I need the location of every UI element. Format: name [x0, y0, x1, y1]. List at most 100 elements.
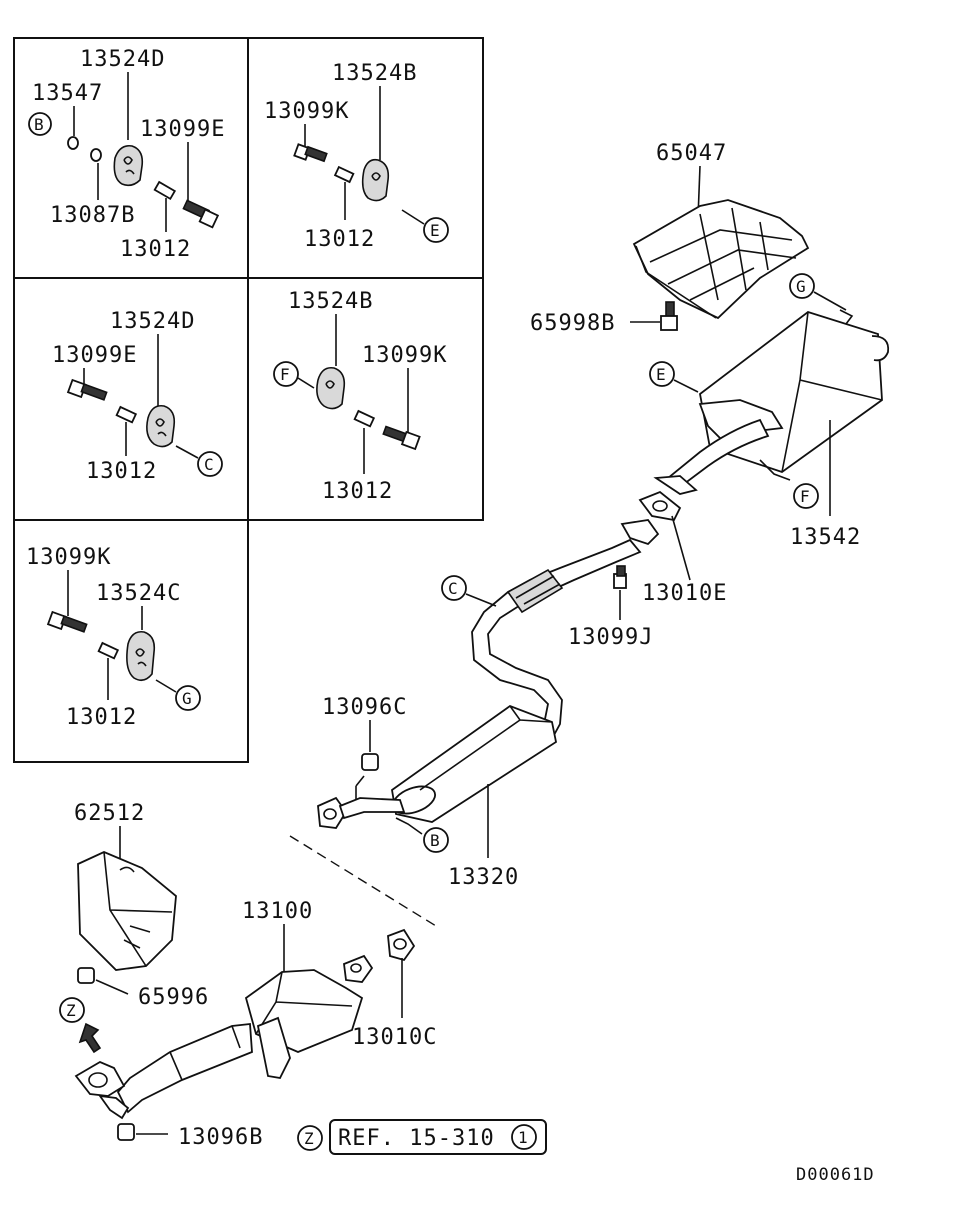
- collar-icon: [115, 405, 138, 424]
- collar-icon: [333, 165, 355, 184]
- callout-c-inset: C: [204, 455, 214, 474]
- label-13524B-a: 13524B: [332, 61, 417, 86]
- label-13010E: 13010E: [642, 581, 727, 606]
- callout-e-circle: [649, 361, 675, 387]
- flange-icon: [620, 519, 660, 546]
- nut-icon: [77, 967, 95, 984]
- reference-z: Z Z REF. 15-310 1: [59, 997, 547, 1155]
- callout-b-circle: [28, 112, 52, 136]
- collar-icon: [97, 641, 120, 660]
- callout-c-circle: [441, 575, 467, 601]
- collar-icon: [353, 409, 376, 428]
- callout-b-main: B: [430, 831, 440, 850]
- inset-grid: [13, 37, 484, 763]
- inset-hanger-f: 13524B F 13099K 13012: [273, 289, 446, 504]
- nut-icon: [361, 753, 379, 771]
- collar-icon: [153, 180, 177, 201]
- label-13099K-c: 13099K: [26, 545, 111, 570]
- label-13087B: 13087B: [50, 203, 135, 228]
- label-13096B: 13096B: [178, 1125, 263, 1150]
- label-13096C: 13096C: [322, 695, 407, 720]
- label-13524B-b: 13524B: [288, 289, 373, 314]
- callout-g-circle: [789, 273, 815, 299]
- center-pipe: C: [441, 519, 660, 748]
- label-ref: REF. 15-310: [338, 1126, 495, 1151]
- callout-e-inset: E: [430, 221, 440, 240]
- heat-protector-62512: 62512: [74, 801, 177, 971]
- callout-f-inset: F: [280, 365, 290, 384]
- callout-one: 1: [518, 1128, 528, 1147]
- front-pipe-13100: 13100 13096B: [74, 899, 374, 1150]
- callout-f-circle: [793, 483, 819, 509]
- ref-box: [329, 1119, 547, 1155]
- callout-g-circle: [175, 685, 201, 711]
- callout-z-top: Z: [66, 1001, 76, 1020]
- label-13320: 13320: [448, 865, 519, 890]
- inset-hanger-b: 13524D 13547 B 13099E 13087B 13012: [28, 47, 225, 262]
- label-13012-b: 13012: [304, 227, 375, 252]
- arrow-icon: [78, 1022, 102, 1054]
- nut-65996: 65996: [77, 967, 209, 1010]
- main-muffler-13320: 13096C B 13320: [317, 695, 558, 890]
- label-13099E-a: 13099E: [140, 117, 225, 142]
- label-65998B: 65998B: [530, 311, 615, 336]
- label-13524D-a: 13524D: [80, 47, 165, 72]
- label-65996: 65996: [138, 985, 209, 1010]
- callout-c-main: C: [448, 579, 458, 598]
- flange-icon: [74, 1060, 126, 1097]
- nut-icon: [117, 1123, 135, 1141]
- callout-one-circle: [511, 1124, 537, 1150]
- label-13100: 13100: [242, 899, 313, 924]
- label-13547: 13547: [32, 81, 103, 106]
- label-13012-c: 13012: [86, 459, 157, 484]
- callout-b-circle: [423, 827, 449, 853]
- bolt-icon: [66, 378, 108, 401]
- label-13012-e: 13012: [66, 705, 137, 730]
- label-13012-a: 13012: [120, 237, 191, 262]
- gasket-13010E: 13010E: [638, 490, 727, 606]
- flange-icon: [653, 475, 698, 495]
- label-13524D-b: 13524D: [110, 309, 195, 334]
- callout-g-inset: G: [182, 689, 192, 708]
- callout-z-circle: [59, 997, 85, 1023]
- callout-z-circle: [297, 1125, 323, 1151]
- tailpipe-icon: [871, 335, 890, 362]
- callout-z-bottom: Z: [304, 1129, 314, 1148]
- gasket-icon: [387, 928, 416, 962]
- flange-icon: [343, 954, 374, 983]
- bolt-icon: [293, 143, 328, 163]
- inset-hanger-g: 13099K 13524C G 13012: [26, 545, 201, 730]
- label-13012-d: 13012: [322, 479, 393, 504]
- callout-f-main: F: [800, 487, 810, 506]
- gasket-icon: [638, 490, 682, 522]
- washer-icon: [67, 136, 79, 150]
- label-13099E-b: 13099E: [52, 343, 137, 368]
- front-pipe-body-icon: [116, 1023, 253, 1114]
- callout-f-circle: [273, 361, 299, 387]
- inset-hanger-c: 13524D 13099E C 13012: [52, 309, 223, 484]
- bolt-icon: [382, 425, 421, 451]
- bolt-13099J: 13099J: [568, 565, 653, 650]
- callout-c-circle: [197, 451, 223, 477]
- rubber-hanger-icon: [113, 144, 144, 187]
- label-65047: 65047: [656, 141, 727, 166]
- label-13542: 13542: [790, 525, 861, 550]
- label-13524C: 13524C: [96, 581, 181, 606]
- diagram-code: D00061D: [796, 1165, 875, 1185]
- label-62512: 62512: [74, 801, 145, 826]
- mount-bracket-icon: [256, 1016, 291, 1079]
- rear-muffler-13542: G E F 13542: [649, 273, 890, 550]
- bolt-65998B: 65998B: [530, 301, 678, 336]
- label-13099J: 13099J: [568, 625, 653, 650]
- inlet-pipe-icon: [338, 797, 406, 820]
- callout-g-main: G: [796, 277, 806, 296]
- label-13010C: 13010C: [352, 1025, 437, 1050]
- label-13099K-a: 13099K: [264, 99, 349, 124]
- reference-dash-line: [289, 835, 437, 927]
- bolt-icon: [46, 610, 88, 633]
- gasket-13010C: 13010C: [352, 928, 437, 1050]
- callout-e-main: E: [656, 365, 666, 384]
- washer-icon: [90, 148, 102, 162]
- resonator-icon: [506, 568, 564, 614]
